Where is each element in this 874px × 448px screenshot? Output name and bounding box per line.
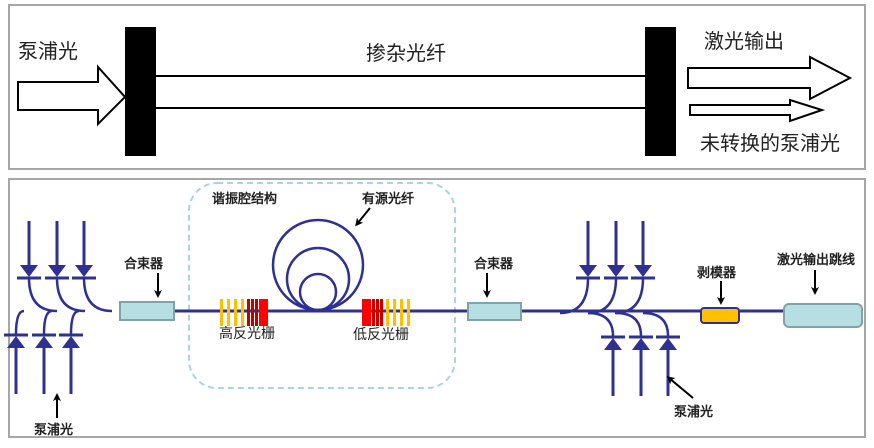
top-diagram: 泵浦光 掺杂光纤 激光输出 未转换的泵浦光	[17, 27, 853, 156]
pump-coupling-curve	[14, 309, 25, 335]
hr-grating-label: 高反光栅	[219, 325, 275, 342]
grating-line-red	[259, 299, 268, 326]
grating-line-red	[376, 299, 379, 326]
pump-coupling-curve	[587, 311, 615, 337]
cavity-label: 谐振腔结构	[212, 191, 277, 207]
diode-icon	[659, 338, 677, 350]
diode-icon	[579, 265, 597, 277]
diode-icon	[35, 336, 53, 348]
pump-coupling-curve	[27, 277, 58, 313]
pump-left-label: 泵浦光	[34, 422, 73, 438]
stripper-label: 剥模器	[697, 265, 737, 281]
diode-icon	[62, 336, 80, 348]
grating-line-red	[255, 299, 258, 326]
diode-icon	[20, 265, 38, 277]
pump-right-pointer	[666, 376, 694, 399]
bottom-diagram: 谐振腔结构 合束器 高反光栅 有源光纤 低反光栅 合束器 剥模器	[4, 182, 863, 438]
right-mirror	[645, 27, 676, 156]
pump-coupling-curve	[587, 277, 618, 315]
grating-line-red	[251, 299, 254, 326]
high-reflect-grating	[220, 299, 268, 326]
laser-output-jumper	[783, 303, 863, 328]
active-fiber-pointer	[355, 207, 371, 227]
grating-line-yellow	[386, 299, 389, 326]
diode-icon	[7, 336, 25, 348]
grating-line-red	[362, 299, 371, 326]
unconverted-pump-label: 未转换的泵浦光	[700, 131, 840, 155]
active-fiber-label: 有源光纤	[362, 191, 414, 207]
pump-right-label: 泵浦光	[674, 404, 713, 420]
pump-coupling-curve	[559, 277, 590, 315]
pump-diodes-left	[4, 221, 113, 394]
grating-line-red	[247, 299, 250, 326]
pump-coupling-curve	[69, 309, 80, 335]
laser-output-label: 激光输出	[704, 29, 784, 53]
diode-icon	[604, 338, 622, 350]
active-fiber-coil-outer	[271, 218, 365, 312]
doped-fiber-label: 掺杂光纤	[366, 41, 446, 65]
diode-icon	[75, 265, 93, 277]
pump-coupling-curve	[614, 277, 645, 315]
pump-in-arrow	[17, 64, 127, 127]
grating-line-yellow	[241, 299, 244, 326]
resonant-cavity-box	[188, 182, 456, 389]
grating-line-yellow	[407, 299, 410, 326]
pump-coupling-curve	[82, 277, 113, 313]
left-mirror	[125, 27, 156, 156]
grating-line-yellow	[393, 299, 396, 326]
combiner-right-label: 合束器	[474, 256, 514, 272]
combiner-left-label: 合束器	[124, 256, 164, 272]
mode-stripper	[700, 307, 740, 324]
low-reflect-grating	[362, 299, 410, 326]
combiner-left	[119, 301, 175, 321]
grating-line-yellow	[220, 299, 223, 326]
active-fiber-coil-middle	[285, 246, 351, 312]
combiner-right	[467, 302, 522, 321]
pump-in-label: 泵浦光	[18, 39, 78, 63]
pump-diodes-right	[559, 221, 680, 396]
grating-line-yellow	[234, 299, 237, 326]
grating-line-red	[372, 299, 375, 326]
grating-line-yellow	[227, 299, 230, 326]
lr-grating-label: 低反光栅	[353, 327, 409, 343]
diode-icon	[632, 338, 650, 350]
output-jumper-label: 激光输出跳线	[777, 252, 855, 268]
grating-line-yellow	[400, 299, 403, 326]
diode-icon	[634, 265, 652, 277]
pump-coupling-curve	[55, 277, 86, 313]
pump-coupling-curve	[642, 311, 670, 337]
unconverted-pump-arrow	[689, 98, 826, 123]
pump-coupling-curve	[42, 309, 53, 335]
diode-icon	[48, 265, 66, 277]
diode-icon	[607, 265, 625, 277]
pump-coupling-curve	[615, 311, 643, 337]
active-fiber-coil-inner	[298, 272, 338, 312]
laser-output-arrow	[687, 55, 853, 101]
grating-line-red	[380, 299, 383, 326]
